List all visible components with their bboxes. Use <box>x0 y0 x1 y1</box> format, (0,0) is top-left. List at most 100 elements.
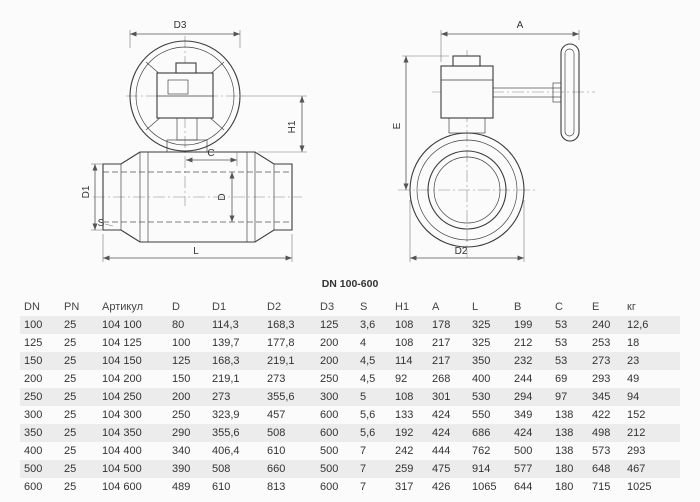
table-cell: 648 <box>592 462 611 475</box>
table-cell: 7 <box>360 462 367 475</box>
table-cell: 104 150 <box>102 354 142 367</box>
table-cell: 4 <box>360 336 367 349</box>
dimension-label-E: E <box>392 122 403 129</box>
table-cell: 340 <box>172 444 191 457</box>
dimension-H1: H1 <box>242 95 307 153</box>
table-cell: 108 <box>395 318 414 331</box>
table-cell: 4,5 <box>360 354 376 367</box>
table-cell: 250 <box>172 408 191 421</box>
dimension-C: C <box>186 148 238 166</box>
table-header-cell: A <box>432 300 440 313</box>
table-cell: 293 <box>627 444 646 457</box>
table-cell: 138 <box>555 408 574 421</box>
table-cell: 253 <box>592 336 611 349</box>
table-cell: 104 500 <box>102 462 142 475</box>
table-cell: 300 <box>24 408 43 421</box>
table-cell: 53 <box>555 318 568 331</box>
table-cell: 300 <box>320 390 339 403</box>
table-cell: 69 <box>555 372 568 385</box>
table-cell: 138 <box>555 426 574 439</box>
table-cell: 100 <box>24 318 43 331</box>
wheel-shaft <box>492 87 562 98</box>
table-cell: 355,6 <box>267 390 295 403</box>
table-cell: 125 <box>24 336 43 349</box>
table-cell: 293 <box>592 372 611 385</box>
table-cell: 5,6 <box>360 408 376 421</box>
table-cell: 114,3 <box>212 318 239 331</box>
table-cell: 53 <box>555 336 568 349</box>
table-cell: 294 <box>514 390 533 403</box>
table-cell: 199 <box>514 318 533 331</box>
table-cell: 573 <box>592 444 611 457</box>
table-cell: 232 <box>514 354 533 367</box>
table-cell: 500 <box>320 462 339 475</box>
table-header-cell: S <box>360 300 368 313</box>
table-cell: 4,5 <box>360 372 376 385</box>
table-cell: 97 <box>555 390 568 403</box>
table-cell: 273 <box>592 354 611 367</box>
table-cell: 104 400 <box>102 444 142 457</box>
table-cell: 104 300 <box>102 408 142 421</box>
table-cell: 25 <box>64 408 77 421</box>
table-cell: 268 <box>432 372 451 385</box>
table-cell: 660 <box>267 462 286 475</box>
dimension-label-H1: H1 <box>287 120 298 133</box>
table-cell: 7 <box>360 444 367 457</box>
table-cell: 125 <box>320 318 339 331</box>
dimension-label-A: A <box>517 20 524 31</box>
table-cell: 5 <box>360 390 367 403</box>
table-cell: 150 <box>24 354 43 367</box>
dimension-label-S: S <box>98 218 105 229</box>
table-cell: 259 <box>395 462 414 475</box>
table-cell: 212 <box>627 426 646 439</box>
table-header-cell: D2 <box>267 300 282 313</box>
gearbox-front <box>440 55 494 134</box>
table-cell: 53 <box>555 354 568 367</box>
table-header-cell: DN <box>24 300 40 313</box>
dimension-D: D <box>217 172 235 222</box>
table-cell: 104 100 <box>102 318 142 331</box>
dimension-label-D1: D1 <box>81 185 92 198</box>
table-cell: 600 <box>320 480 339 493</box>
table-cell: 108 <box>395 390 414 403</box>
table-cell: 301 <box>432 390 451 403</box>
valve-body-side <box>102 151 293 243</box>
dimension-label-L: L <box>193 246 199 257</box>
table-header-cell: D1 <box>212 300 227 313</box>
table-cell: 80 <box>172 318 185 331</box>
dimension-E: E <box>392 55 449 190</box>
handwheel-front <box>492 43 580 142</box>
table-cell: 178 <box>432 318 451 331</box>
front-view: A E D2 <box>392 20 595 262</box>
table-cell: 644 <box>514 480 533 493</box>
table-cell: 25 <box>64 462 77 475</box>
table-header-cell: D3 <box>320 300 335 313</box>
table-cell: 250 <box>24 390 43 403</box>
table-cell: 530 <box>472 390 491 403</box>
table-cell: 290 <box>172 426 191 439</box>
table-cell: 25 <box>64 390 77 403</box>
table-cell: 242 <box>395 444 414 457</box>
table-cell: 192 <box>395 426 414 439</box>
table-cell: 49 <box>627 372 640 385</box>
table-cell: 914 <box>472 462 491 475</box>
table-cell: 600 <box>24 480 43 493</box>
table-header-cell: PN <box>64 300 80 313</box>
table-cell: 250 <box>320 372 339 385</box>
dimension-D3: D3 <box>129 20 241 48</box>
table-cell: 5,6 <box>360 426 376 439</box>
table-cell: 273 <box>212 390 231 403</box>
table-cell: 600 <box>320 408 339 421</box>
table-cell: 577 <box>514 462 533 475</box>
table-cell: 100 <box>172 336 191 349</box>
table-header-cell: E <box>592 300 600 313</box>
table-cell: 18 <box>627 336 640 349</box>
